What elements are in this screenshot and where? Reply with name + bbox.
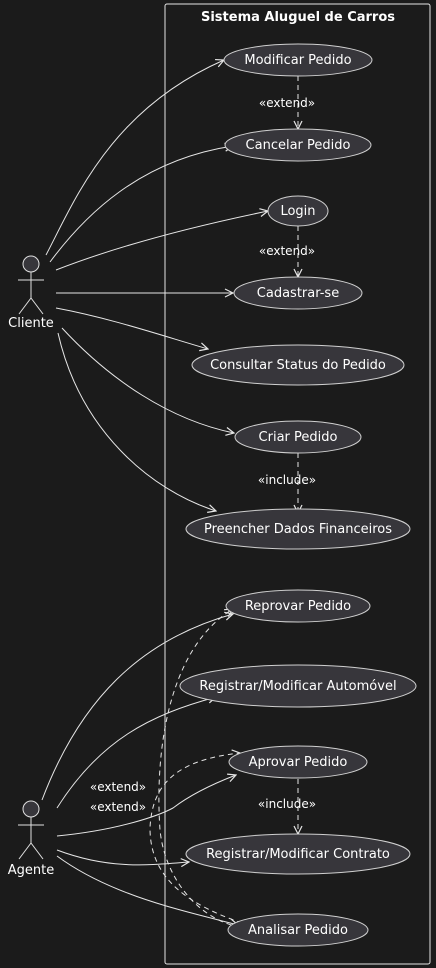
use-case-criar-pedido[interactable]: Criar Pedido: [234, 420, 362, 454]
dependencies: «extend» «extend» «include» «include» «e…: [90, 76, 316, 928]
system-boundary: [164, 3, 431, 965]
use-case-cadastrar-se[interactable]: Cadastrar-se: [233, 276, 363, 310]
edge-cliente-cancelar: [49, 146, 233, 263]
use-case-login[interactable]: Login: [267, 195, 329, 227]
label-extend-modificar: «extend»: [259, 96, 315, 110]
edge-cliente-criar: [61, 327, 234, 433]
edge-agente-aprovar: [56, 775, 236, 837]
use-case-aprovar-pedido[interactable]: Aprovar Pedido: [228, 745, 368, 779]
edge-agente-analisar: [56, 855, 238, 925]
use-case-label: Login: [280, 204, 315, 219]
use-case-label: Analisar Pedido: [248, 923, 348, 938]
label-extend-login: «extend»: [259, 244, 315, 258]
use-case-registrar-contrato[interactable]: Registrar/Modificar Contrato: [185, 833, 411, 875]
cliente-associations: [45, 60, 268, 511]
use-case-label: Preencher Dados Financeiros: [204, 522, 392, 537]
edge-cliente-login: [55, 211, 268, 271]
label-extend-reprovar: «extend»: [90, 780, 146, 794]
use-case-reprovar-pedido[interactable]: Reprovar Pedido: [225, 589, 371, 623]
agente-associations: [41, 614, 238, 925]
edge-cliente-modificar: [45, 60, 224, 256]
edge-extend-analisar-reprovar: [158, 609, 241, 928]
edge-cliente-preencher: [57, 332, 216, 511]
use-case-preencher-dados[interactable]: Preencher Dados Financeiros: [185, 508, 411, 550]
label-include-criar: «include»: [258, 473, 316, 487]
actor-agente[interactable]: Agente: [8, 800, 54, 878]
use-case-consultar-status[interactable]: Consultar Status do Pedido: [191, 344, 405, 386]
system-title: Sistema Aluguel de Carros: [201, 10, 395, 25]
use-case-label: Modificar Pedido: [244, 53, 351, 68]
edge-agente-contrato: [56, 849, 189, 865]
use-case-modificar-pedido[interactable]: Modificar Pedido: [223, 43, 373, 77]
use-case-registrar-automovel[interactable]: Registrar/Modificar Automóvel: [179, 664, 417, 708]
use-case-label: Criar Pedido: [259, 430, 338, 445]
use-case-label: Cancelar Pedido: [246, 138, 351, 153]
edge-agente-automovel: [56, 697, 216, 809]
edge-cliente-consultar: [55, 307, 208, 349]
use-case-label: Cadastrar-se: [257, 286, 339, 301]
use-case-label: Consultar Status do Pedido: [210, 358, 386, 373]
stick-figure-icon: [18, 800, 44, 860]
use-case-cancelar-pedido[interactable]: Cancelar Pedido: [224, 128, 372, 162]
use-case-analisar-pedido[interactable]: Analisar Pedido: [227, 913, 369, 947]
actor-label-agente: Agente: [8, 863, 54, 878]
label-extend-aprovar: «extend»: [90, 800, 146, 814]
actor-label-cliente: Cliente: [8, 316, 54, 331]
stick-figure-icon: [18, 255, 44, 315]
actor-cliente[interactable]: Cliente: [8, 255, 54, 331]
use-case-label: Aprovar Pedido: [249, 755, 348, 770]
edge-extend-analisar-aprovar: [149, 753, 243, 924]
use-case-label: Registrar/Modificar Contrato: [206, 847, 390, 862]
use-case-label: Reprovar Pedido: [245, 599, 351, 614]
edge-agente-reprovar: [41, 614, 233, 801]
label-include-aprovar: «include»: [258, 797, 316, 811]
use-case-label: Registrar/Modificar Automóvel: [199, 679, 396, 694]
